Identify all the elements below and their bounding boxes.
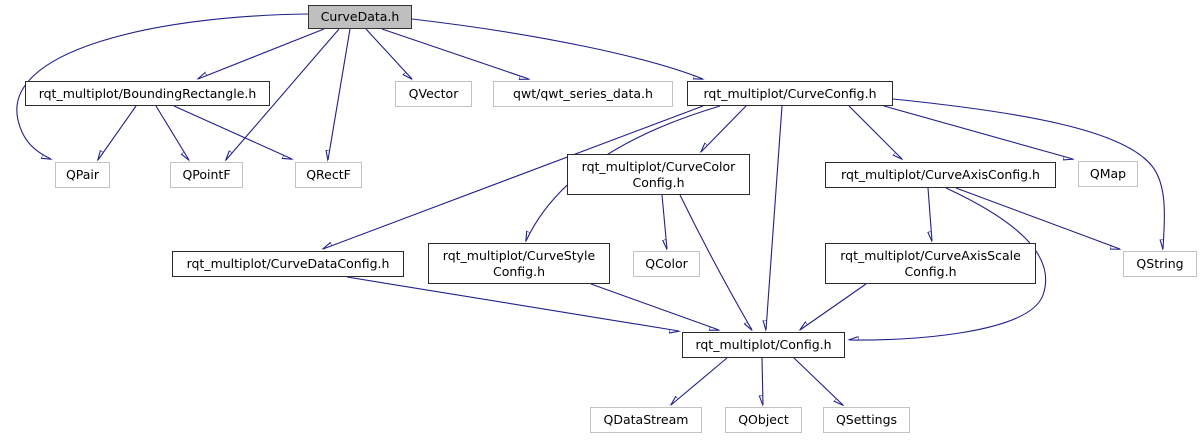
edge-config-to-qobject	[762, 357, 764, 405]
node-label: QPair	[65, 167, 100, 182]
node-curvecolorconfig-h[interactable]: rqt_multiplot/CurveColor Config.h	[567, 154, 750, 195]
edge-curvedataconfig-to-config	[346, 276, 679, 331]
node-label-line2: Config.h	[492, 263, 545, 279]
node-label: QDataStream	[603, 412, 689, 427]
edge-curvedata-to-qvector	[365, 28, 412, 79]
node-qmap: QMap	[1078, 161, 1138, 187]
node-qwt-series-data-h: qwt/qwt_series_data.h	[493, 81, 673, 107]
node-label: QColor	[645, 256, 688, 271]
node-config-h[interactable]: rqt_multiplot/Config.h	[682, 332, 845, 358]
edge-curvedata-to-curveconfig	[411, 18, 703, 79]
edge-curvestyleconfig-to-config	[590, 283, 719, 330]
edge-curveconfig-to-curveaxisconfig	[848, 105, 902, 159]
edge-curveaxisconfig-to-config	[849, 187, 1047, 341]
edge-curveconfig-to-config	[766, 105, 783, 330]
edge-boundingrectangle-to-qpair	[98, 105, 137, 160]
node-curveaxisscaleconfig-h[interactable]: rqt_multiplot/CurveAxisScale Config.h	[825, 243, 1036, 284]
node-label: rqt_multiplot/CurveConfig.h	[703, 85, 877, 101]
edge-curveconfig-to-qmap	[883, 105, 1073, 159]
node-curveconfig-h[interactable]: rqt_multiplot/CurveConfig.h	[687, 81, 893, 106]
node-qstring: QString	[1123, 251, 1197, 277]
node-qdatastream: QDataStream	[590, 407, 702, 433]
node-label: QSettings	[835, 412, 898, 427]
edge-boundingrectangle-to-qrectf	[173, 105, 292, 159]
edge-curveconfig-to-curvecolorconfig	[701, 105, 747, 152]
node-label: QVector	[408, 86, 459, 101]
node-curveaxisconfig-h[interactable]: rqt_multiplot/CurveAxisConfig.h	[825, 162, 1056, 188]
node-label: QPointF	[182, 167, 231, 182]
node-label-line1: rqt_multiplot/CurveAxisScale	[840, 247, 1021, 263]
node-label: rqt_multiplot/CurveDataConfig.h	[186, 256, 390, 271]
edge-boundingrectangle-to-qpointf	[155, 105, 189, 160]
node-qpair: QPair	[55, 162, 110, 188]
node-qcolor: QColor	[633, 251, 700, 277]
node-qpointf: QPointF	[170, 162, 243, 188]
edge-curveaxisconfig-to-curveaxisscaleconfig	[928, 187, 933, 241]
node-qrectf: QRectF	[295, 162, 362, 188]
node-label: QMap	[1089, 166, 1127, 181]
edge-curveconfig-to-curvedataconfig	[323, 105, 704, 249]
node-label: QString	[1136, 256, 1184, 271]
edge-curveconfig-to-qstring	[892, 98, 1165, 249]
edge-config-to-qdatastream	[671, 357, 728, 405]
edge-curvecolorconfig-to-qcolor	[661, 194, 668, 249]
node-label-line2: Config.h	[632, 174, 685, 190]
edge-curvecolorconfig-to-config	[679, 194, 752, 330]
node-qsettings: QSettings	[823, 407, 910, 433]
edge-curvedata-to-qwtseriesdata	[381, 28, 529, 79]
node-label-line2: Config.h	[904, 263, 957, 279]
node-label: rqt_multiplot/CurveAxisConfig.h	[841, 167, 1040, 182]
node-curvedata-h: CurveData.h	[308, 5, 412, 29]
node-label-line1: rqt_multiplot/CurveStyle	[442, 247, 596, 263]
node-qobject: QObject	[725, 407, 802, 433]
edge-config-to-qsettings	[793, 357, 843, 405]
node-qvector: QVector	[395, 81, 472, 107]
node-label: QRectF	[306, 167, 351, 182]
edge-curveaxisscaleconfig-to-config	[800, 283, 867, 330]
node-curvestyleconfig-h[interactable]: rqt_multiplot/CurveStyle Config.h	[428, 243, 610, 284]
node-label-line1: rqt_multiplot/CurveColor	[581, 158, 736, 174]
node-curvedataconfig-h[interactable]: rqt_multiplot/CurveDataConfig.h	[172, 251, 404, 277]
edge-curveaxisconfig-to-qstring	[955, 187, 1120, 249]
node-label: rqt_multiplot/BoundingRectangle.h	[38, 85, 257, 101]
node-label: rqt_multiplot/Config.h	[695, 337, 832, 352]
edge-curvedata-to-qrectf	[328, 28, 351, 160]
node-label: CurveData.h	[320, 9, 400, 24]
edge-curvedata-to-qpair	[16, 13, 309, 159]
edge-curvedata-to-boundingrectangle	[198, 28, 325, 79]
node-label: QObject	[738, 412, 789, 427]
node-boundingrectangle-h[interactable]: rqt_multiplot/BoundingRectangle.h	[25, 81, 270, 106]
node-label: qwt/qwt_series_data.h	[513, 86, 653, 101]
